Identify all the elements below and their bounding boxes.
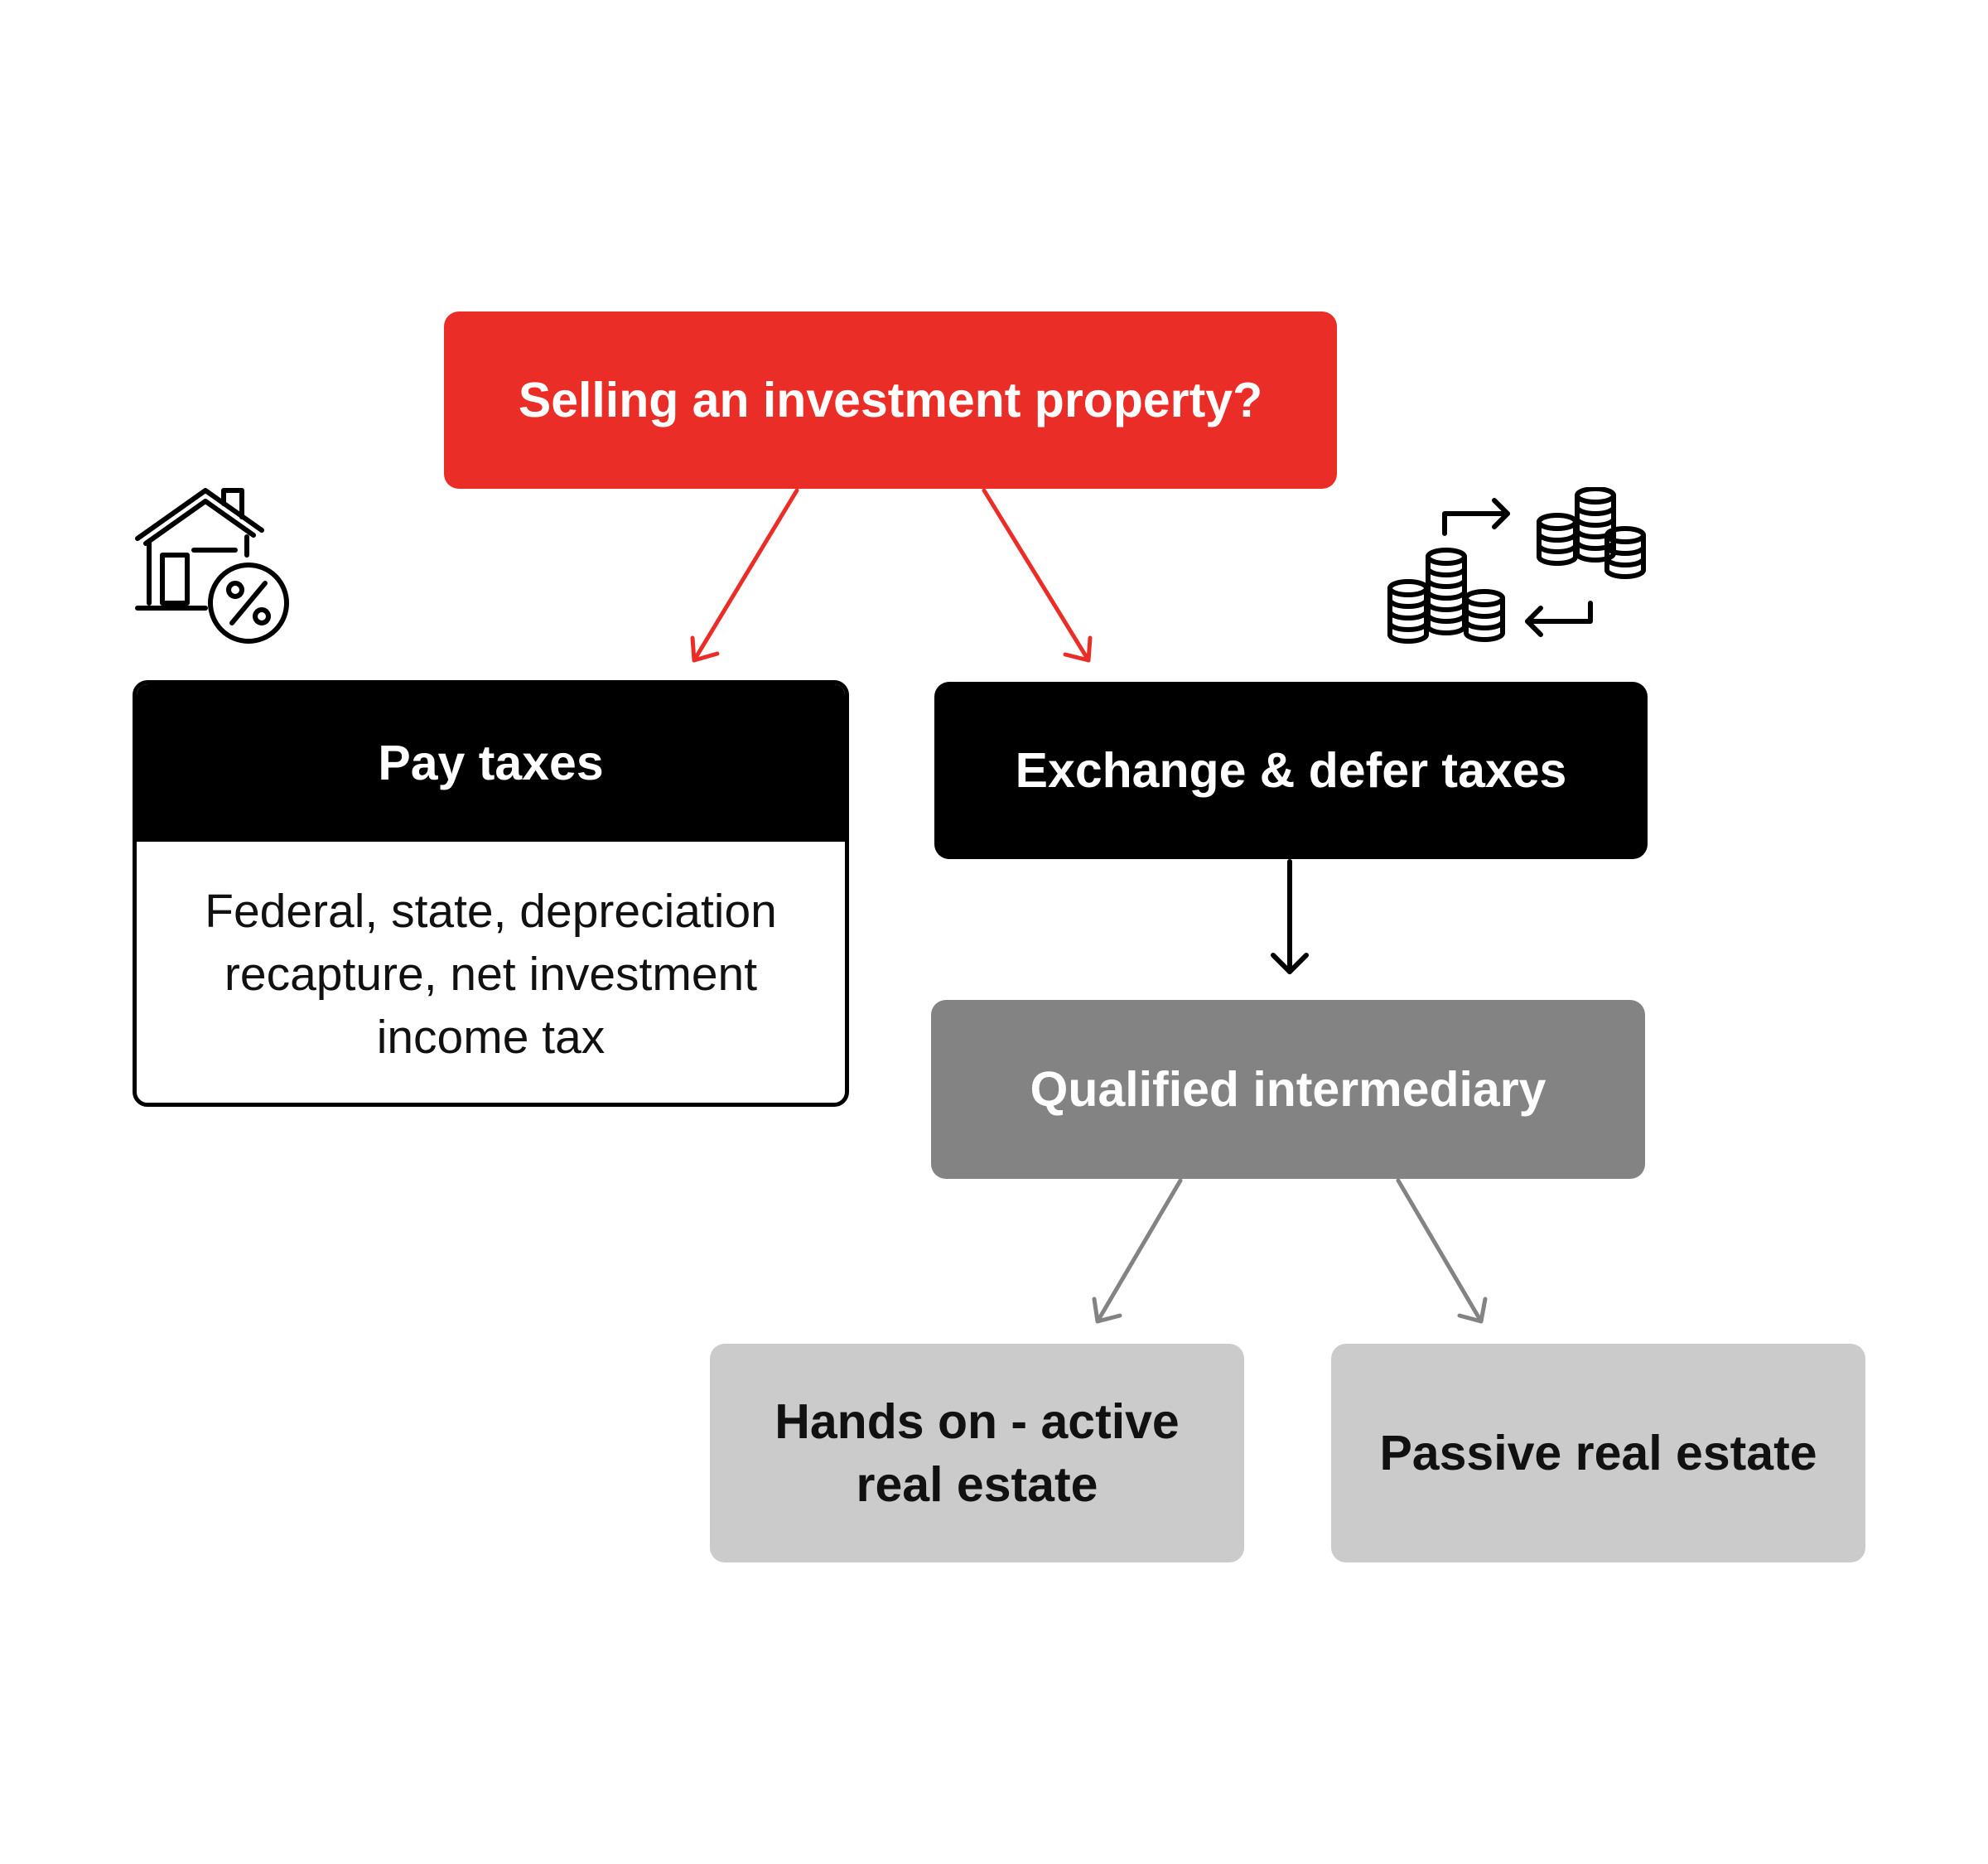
arrow-start-to-pay [690, 488, 799, 663]
pay-taxes-header: Pay taxes [137, 684, 845, 842]
coin-exchange-icon [1387, 487, 1646, 644]
passive-real-estate-node: Passive real estate [1331, 1344, 1865, 1562]
house-percent-icon [135, 488, 289, 644]
qualified-intermediary-label: Qualified intermediary [1030, 1062, 1546, 1117]
pay-taxes-node: Pay taxes Federal, state, depreciation r… [133, 680, 849, 1107]
exchange-node: Exchange & defer taxes [934, 682, 1648, 859]
pay-taxes-title: Pay taxes [378, 736, 604, 790]
exchange-label: Exchange & defer taxes [1015, 743, 1567, 798]
passive-real-estate-label: Passive real estate [1379, 1426, 1817, 1480]
pay-taxes-detail: Federal, state, depreciation recapture, … [205, 885, 777, 1064]
start-label: Selling an investment property? [518, 373, 1263, 427]
active-real-estate-label: Hands on - active real estate [774, 1394, 1180, 1512]
start-node: Selling an investment property? [444, 311, 1337, 489]
arrow-qi-to-active [1092, 1178, 1183, 1324]
arrow-start-to-exchange [982, 488, 1093, 663]
arrow-qi-to-passive [1396, 1178, 1488, 1324]
arrow-exchange-to-qi [1271, 859, 1309, 974]
qualified-intermediary-node: Qualified intermediary [931, 1000, 1645, 1179]
pay-taxes-body: Federal, state, depreciation recapture, … [137, 842, 845, 1103]
active-real-estate-node: Hands on - active real estate [710, 1344, 1244, 1562]
